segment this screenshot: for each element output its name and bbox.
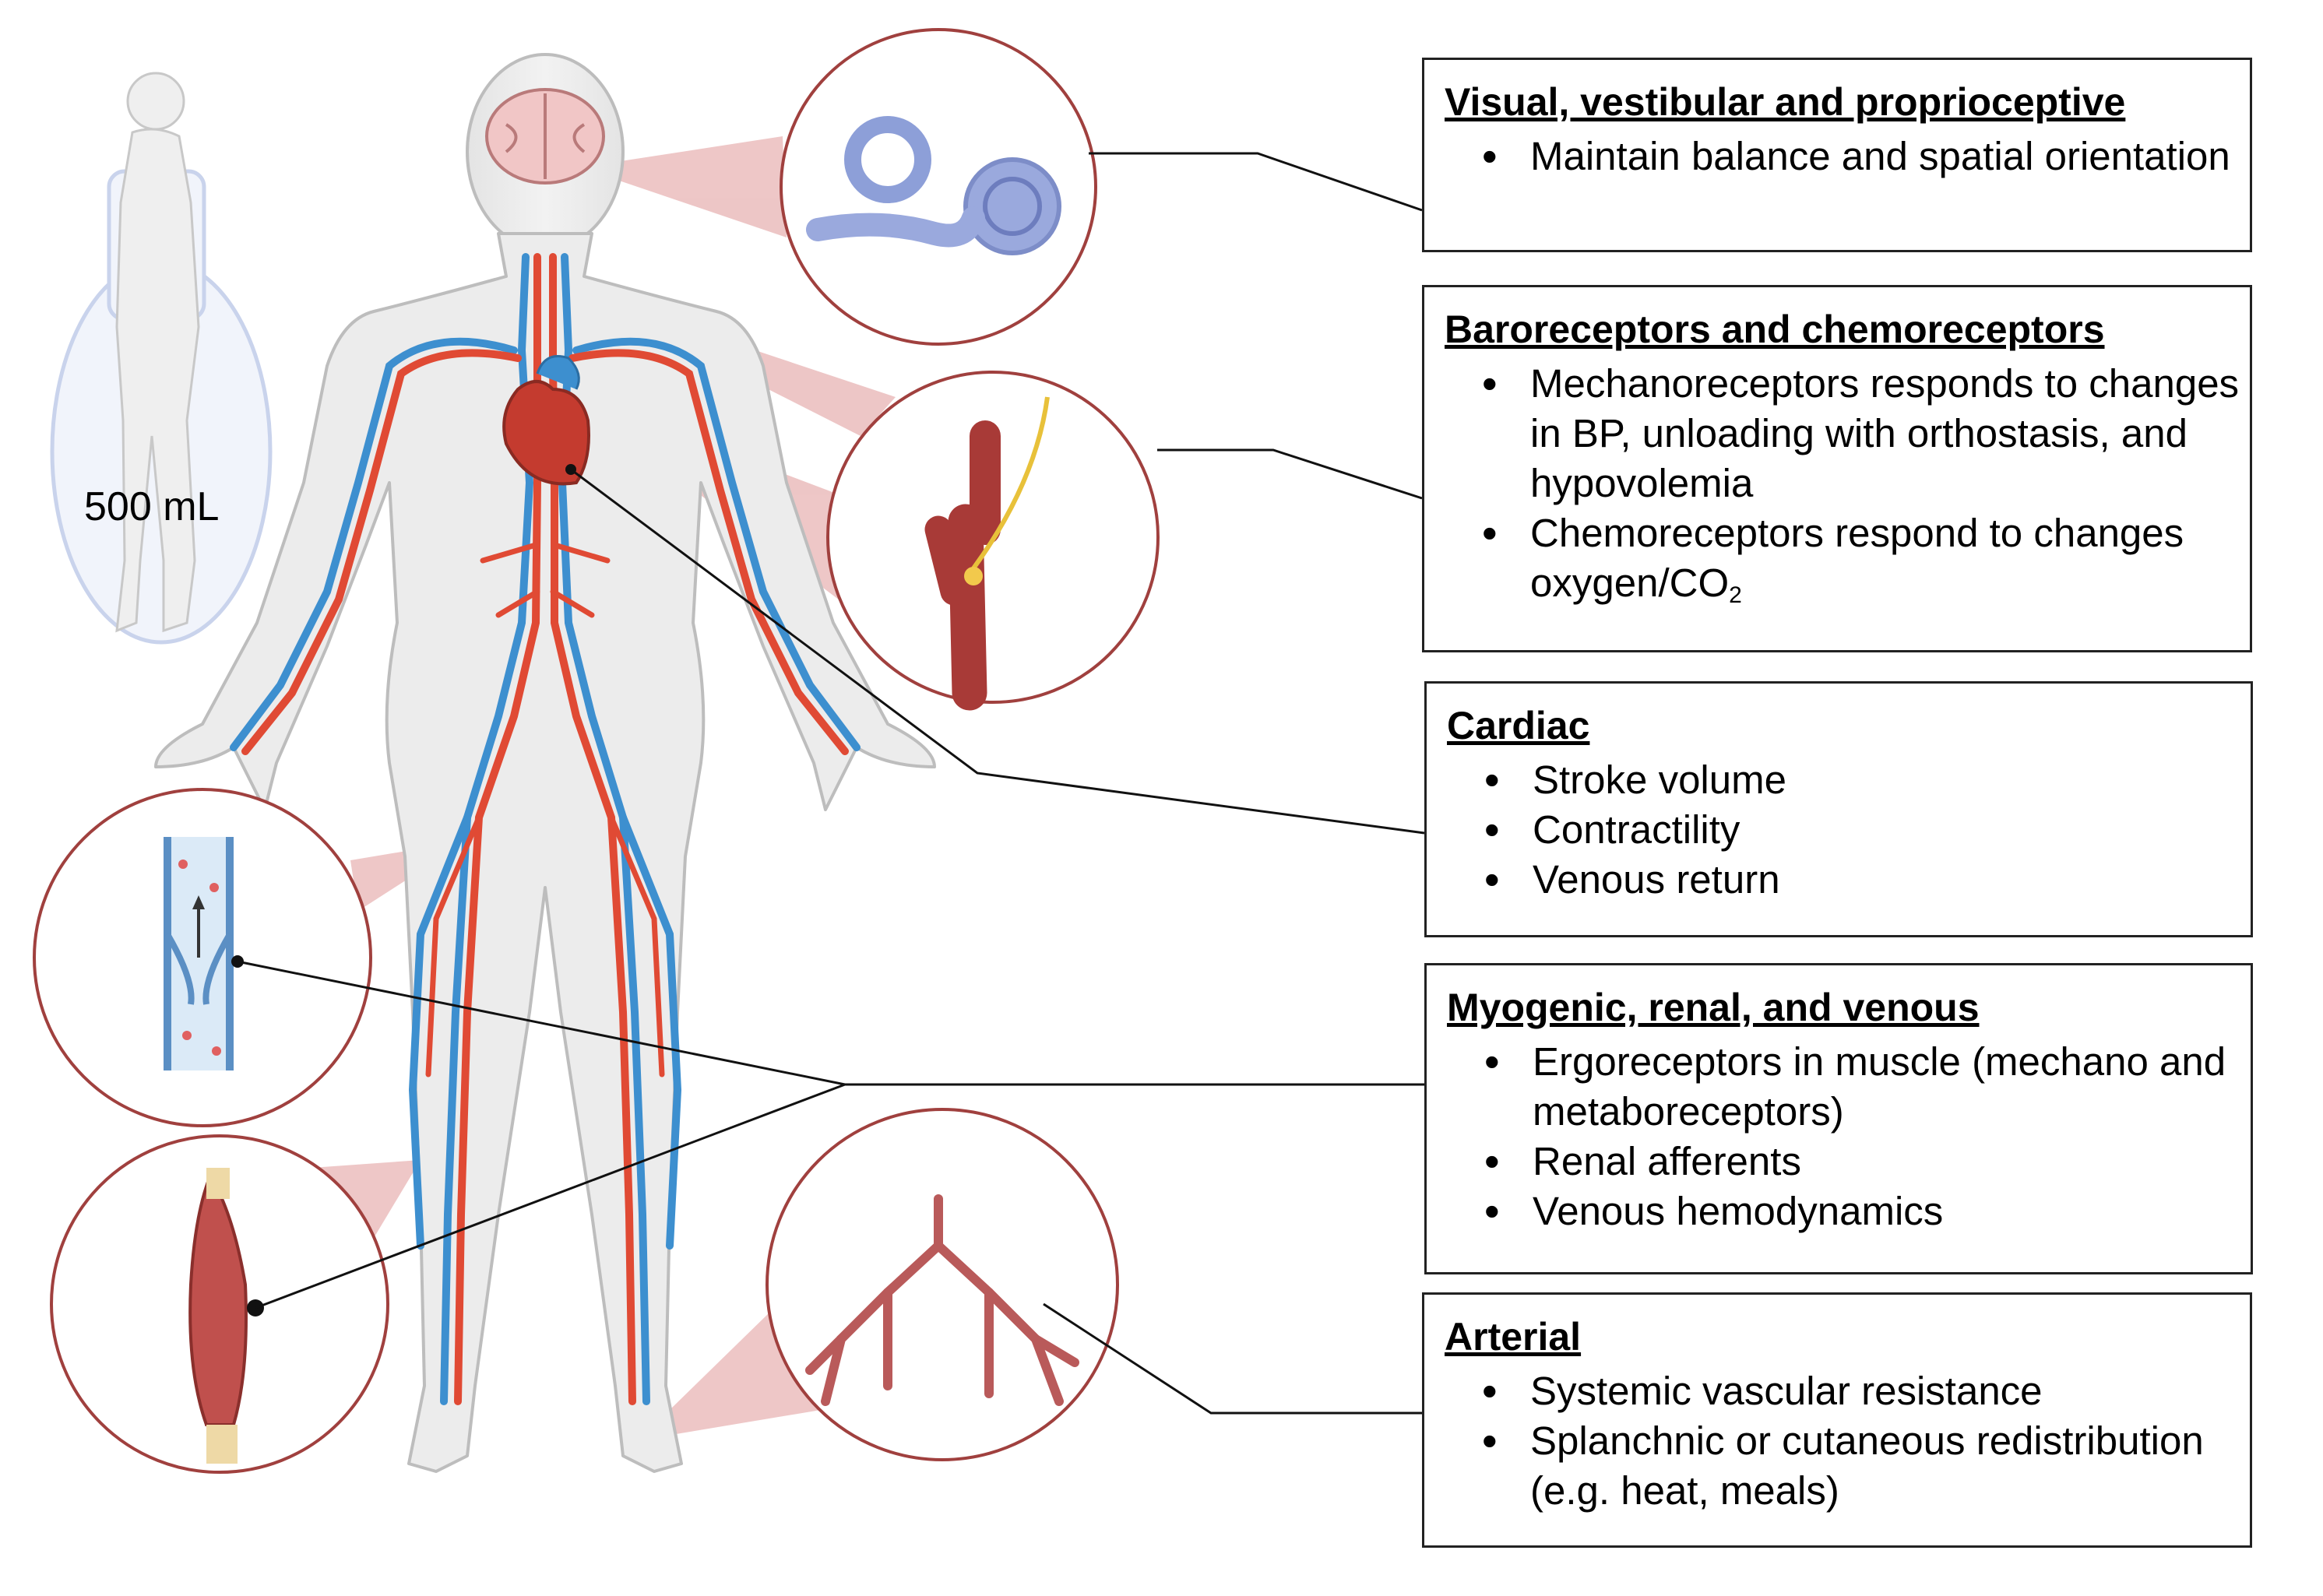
cardiac-item-3: Venous return xyxy=(1447,855,2251,905)
visual-box-title: Visual, vestibular and proprioceptive xyxy=(1445,80,2126,124)
cardiac-item-2: Contractility xyxy=(1447,805,2251,855)
connector-lines xyxy=(237,152,1425,1415)
baro-item-2: Chemoreceptors respond to changes oxygen… xyxy=(1445,508,2250,614)
baro-item-1: Mechanoreceptors responds to changes in … xyxy=(1445,359,2250,508)
arterial-box-title: Arterial xyxy=(1445,1315,1582,1359)
brain-icon xyxy=(485,88,605,185)
inner-ear-inset xyxy=(780,28,1097,346)
arterial-tree-inset xyxy=(766,1108,1119,1461)
arterial-box: Arterial Systemic vascular resistance Sp… xyxy=(1422,1292,2252,1548)
cardiac-box: Cardiac Stroke volume Contractility Veno… xyxy=(1424,681,2253,937)
volume-label: 500 mL xyxy=(84,484,219,529)
cardiac-item-1: Stroke volume xyxy=(1447,755,2251,805)
baroreceptors-box: Baroreceptors and chemoreceptors Mechano… xyxy=(1422,285,2252,652)
baro-item-2-subscript: 2 xyxy=(1729,582,1742,608)
baro-box-title: Baroreceptors and chemoreceptors xyxy=(1445,308,2105,351)
visual-item-1: Maintain balance and spatial orientation xyxy=(1445,132,2250,181)
reference-body-icon xyxy=(50,72,273,645)
myo-item-1: Ergoreceptors in muscle (mechano and met… xyxy=(1447,1037,2251,1137)
myogenic-box: Myogenic, renal, and venous Ergoreceptor… xyxy=(1424,963,2253,1274)
myo-box-title: Myogenic, renal, and venous xyxy=(1447,986,1980,1029)
myo-item-2: Renal afferents xyxy=(1447,1137,2251,1186)
calf-muscle-inset xyxy=(50,1134,389,1474)
visual-vestibular-box: Visual, vestibular and proprioceptive Ma… xyxy=(1422,58,2252,252)
venous-valve-inset xyxy=(33,788,372,1127)
myo-item-3: Venous hemodynamics xyxy=(1447,1186,2251,1236)
carotid-body-inset xyxy=(826,371,1160,711)
heart-icon xyxy=(502,355,590,486)
baro-item-2-text: Chemoreceptors respond to changes oxygen… xyxy=(1530,511,2184,605)
arterial-item-1: Systemic vascular resistance xyxy=(1445,1366,2250,1416)
arterial-item-2: Splanchnic or cutaneous redistribution (… xyxy=(1445,1416,2250,1516)
cardiac-box-title: Cardiac xyxy=(1447,704,1590,747)
